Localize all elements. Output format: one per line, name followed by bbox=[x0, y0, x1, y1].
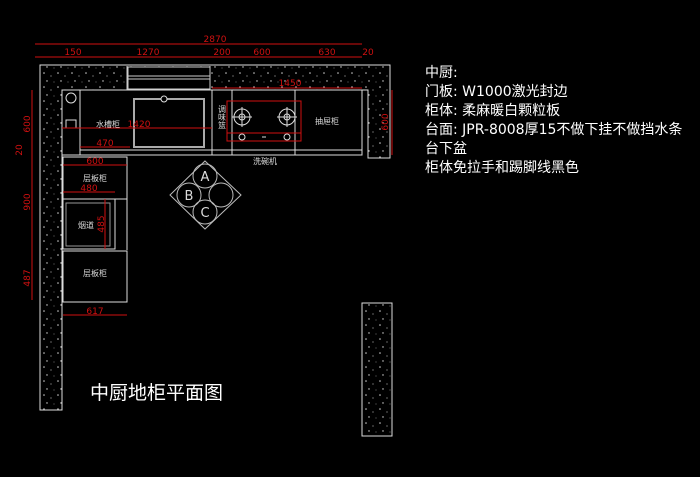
note-line: 台下盆 bbox=[425, 141, 467, 157]
label-shelf-cabinet: 层板柜 bbox=[83, 173, 107, 183]
countertop bbox=[39, 64, 391, 411]
dim-seg: 1270 bbox=[137, 48, 160, 58]
dim-right: 600 bbox=[381, 113, 391, 130]
dim-sink-run: 1420 bbox=[128, 120, 151, 130]
notes-heading: 中厨: bbox=[425, 65, 458, 81]
dim-left-cab: 600 bbox=[86, 157, 103, 167]
dim-seg: 150 bbox=[64, 48, 81, 58]
spec-notes: 中厨: 门板: W1000激光封边 柜体: 柔麻暖白颗粒板 台面: JPR-80… bbox=[425, 64, 682, 178]
label-drawer-cabinet: 抽屉柜 bbox=[315, 116, 339, 126]
sink bbox=[133, 98, 205, 148]
dimension-lines bbox=[31, 43, 393, 316]
note-line: 门板: W1000激光封边 bbox=[425, 84, 568, 100]
dim-sink-offset: 470 bbox=[96, 139, 113, 149]
compass-icon bbox=[169, 160, 242, 230]
label-shelf-cabinet: 层板柜 bbox=[83, 268, 107, 278]
label-dishwasher: 洗碗机 bbox=[253, 156, 277, 166]
dim-seg: 630 bbox=[318, 48, 335, 58]
dim-left: 600 bbox=[23, 115, 33, 132]
note-line: 台面: JPR-8008厚15不做下挂不做挡水条 bbox=[425, 122, 683, 138]
countertop-right bbox=[361, 302, 393, 437]
label-flue: 烟道 bbox=[78, 220, 94, 230]
compass-b: B bbox=[185, 189, 194, 204]
dim-seg: 20 bbox=[362, 48, 374, 58]
dim-left: 900 bbox=[23, 193, 33, 210]
dim-flue-depth: 485 bbox=[97, 215, 107, 232]
flue bbox=[62, 198, 116, 250]
dim-stove-run: 1450 bbox=[279, 79, 302, 89]
drawing-title: 中厨地柜平面图 bbox=[90, 382, 224, 404]
dim-flue-width: 480 bbox=[80, 184, 97, 194]
shelf-cabinet-2 bbox=[62, 250, 128, 303]
dim-left: 20 bbox=[15, 144, 25, 156]
burner-icon bbox=[232, 107, 297, 141]
note-line: 柜体: 柔麻暖白颗粒板 bbox=[425, 103, 561, 119]
dim-left: 487 bbox=[23, 269, 33, 286]
dim-seg: 200 bbox=[213, 48, 230, 58]
compass-a: A bbox=[201, 170, 210, 185]
dim-bottom: 617 bbox=[86, 307, 103, 317]
dim-top-total: 2870 bbox=[204, 35, 227, 45]
label-sink-cabinet: 水槽柜 bbox=[96, 119, 120, 129]
compass-c: C bbox=[200, 206, 209, 221]
dim-seg: 600 bbox=[253, 48, 270, 58]
cooktop bbox=[226, 100, 302, 142]
note-line: 柜体免拉手和踢脚线黑色 bbox=[425, 160, 579, 176]
label-seasoning-basket: 调味篮 bbox=[218, 105, 227, 129]
